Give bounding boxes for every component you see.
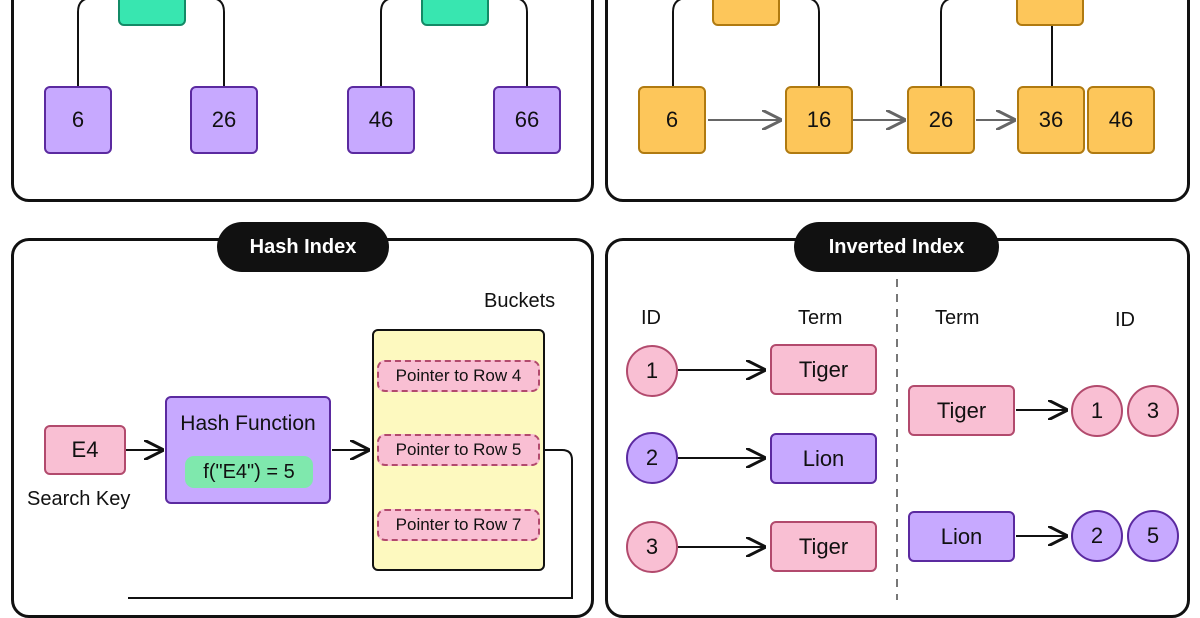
hash-function-expression: f("E4") = 5 <box>185 456 313 488</box>
hash-function-box: Hash Function f("E4") = 5 <box>165 396 331 504</box>
tree-root-node-left <box>118 0 186 26</box>
inverted-term-box: Tiger <box>908 385 1015 436</box>
bplus-internal-node-left <box>712 0 780 26</box>
search-key-node: E4 <box>44 425 126 475</box>
hash-function-title: Hash Function <box>180 412 316 435</box>
buckets-label: Buckets <box>484 290 556 312</box>
doc-id-circle: 2 <box>626 432 678 484</box>
bplus-leaf-node: 16 <box>785 86 853 154</box>
forward-term-header: Term <box>798 307 843 329</box>
hash-index-title: Hash Index <box>217 222 389 272</box>
bucket-pointer: Pointer to Row 4 <box>377 360 540 392</box>
posting-id-circle: 1 <box>1071 385 1123 437</box>
bplus-leaf-node: 6 <box>638 86 706 154</box>
posting-id-circle: 5 <box>1127 510 1179 562</box>
tree-root-node-right <box>421 0 489 26</box>
bplus-leaf-node: 46 <box>1087 86 1155 154</box>
doc-id-circle: 3 <box>626 521 678 573</box>
inverted-term-header: Term <box>935 307 980 329</box>
tree-leaf-node: 6 <box>44 86 112 154</box>
term-box: Tiger <box>770 344 877 395</box>
posting-id-circle: 3 <box>1127 385 1179 437</box>
bplus-internal-node-right <box>1016 0 1084 26</box>
search-key-label: Search Key <box>27 488 131 510</box>
tree-leaf-node: 26 <box>190 86 258 154</box>
bucket-pointer: Pointer to Row 7 <box>377 509 540 541</box>
tree-leaf-node: 46 <box>347 86 415 154</box>
posting-id-circle: 2 <box>1071 510 1123 562</box>
forward-id-header: ID <box>641 307 661 329</box>
term-box: Lion <box>770 433 877 484</box>
inverted-term-box: Lion <box>908 511 1015 562</box>
tree-leaf-node: 66 <box>493 86 561 154</box>
bucket-pointer: Pointer to Row 5 <box>377 434 540 466</box>
inverted-index-title: Inverted Index <box>794 222 999 272</box>
doc-id-circle: 1 <box>626 345 678 397</box>
bplus-leaf-node: 26 <box>907 86 975 154</box>
inverted-id-header: ID <box>1115 309 1135 331</box>
term-box: Tiger <box>770 521 877 572</box>
bplus-leaf-node: 36 <box>1017 86 1085 154</box>
